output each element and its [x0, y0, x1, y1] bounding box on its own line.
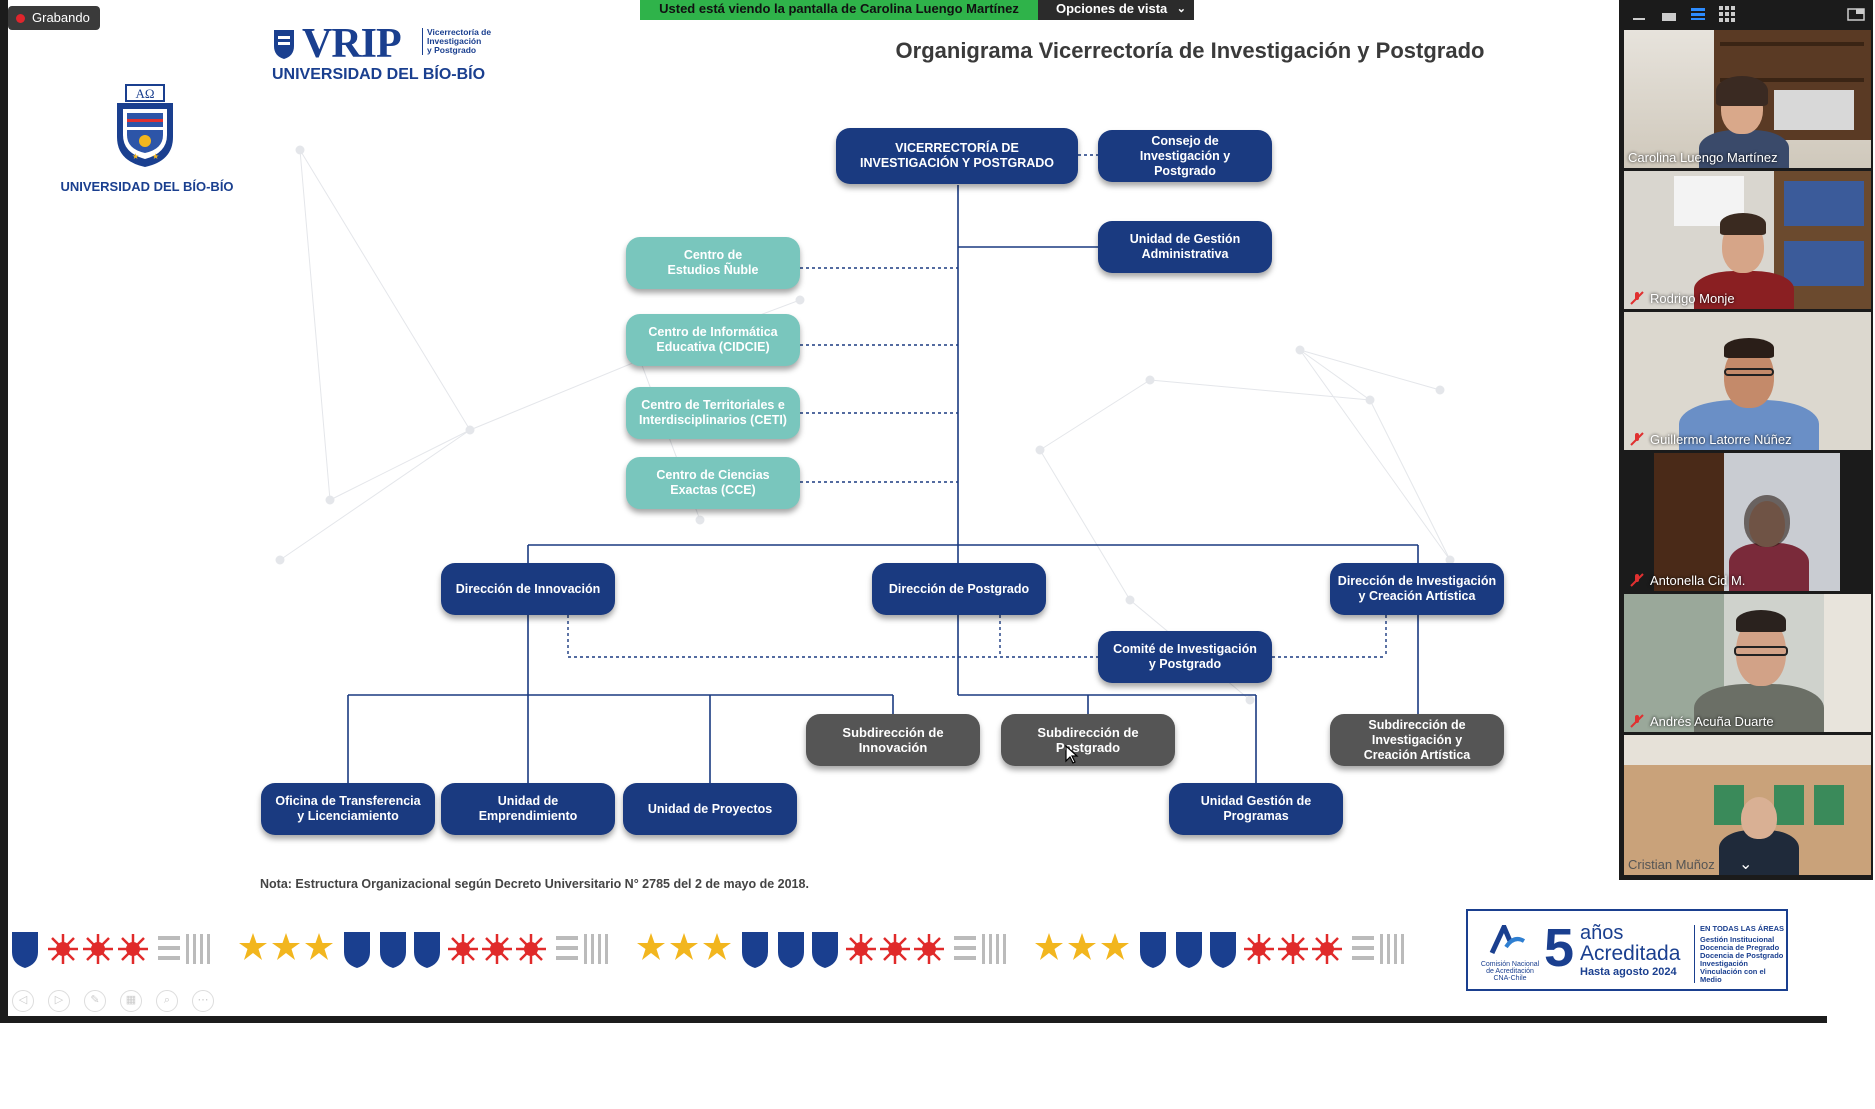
participant-name: Cristian Muñoz — [1628, 857, 1715, 872]
speaker-view-icon[interactable] — [1661, 8, 1677, 24]
accreditation-until: Hasta agosto 2024 — [1580, 966, 1677, 978]
box-unidad-emprendimiento: Unidad de Emprendimiento — [441, 783, 615, 835]
video-tile[interactable]: Andrés Acuña Duarte — [1624, 594, 1871, 732]
next-slide-icon[interactable]: ▷ — [48, 990, 70, 1012]
box-centro-cidcie: Centro de Informática Educativa (CIDCIE) — [626, 314, 800, 366]
accreditation-badge: Comisión Nacional de Acreditación CNA-Ch… — [1466, 909, 1788, 991]
box-direccion-postgrado: Dirección de Postgrado — [872, 563, 1046, 615]
video-tile[interactable]: Antonella Cid M. — [1624, 453, 1871, 591]
strip-view-icon[interactable] — [1690, 6, 1706, 22]
vrip-tagline: Vicerrectoría de Investigación y Postgra… — [422, 28, 491, 55]
box-unidad-proyectos: Unidad de Proyectos — [623, 783, 797, 835]
participant-name: Rodrigo Monje — [1650, 291, 1735, 306]
box-centro-cce: Centro de Ciencias Exactas (CCE) — [626, 457, 800, 509]
university-crest-icon: AΩ ★ ★ — [117, 84, 173, 167]
screen-share-banner: Usted está viendo la pantalla de Carolin… — [640, 0, 1038, 20]
muted-mic-icon — [1630, 714, 1644, 728]
all-slides-icon[interactable]: ▦ — [120, 990, 142, 1012]
video-tile[interactable]: Guillermo Latorre Núñez — [1624, 312, 1871, 450]
video-tile[interactable]: Cristian Muñoz — [1624, 735, 1871, 875]
video-tile[interactable]: Carolina Luengo Martínez — [1624, 30, 1871, 168]
pop-out-icon[interactable] — [1847, 6, 1865, 22]
scroll-down-icon[interactable]: ⌄ — [1739, 856, 1753, 873]
box-centro-nuble: Centro de Estudios Ñuble — [626, 237, 800, 289]
vrip-logo: VRIP Vicerrectoría de Investigación y Po… — [270, 22, 510, 86]
muted-mic-icon — [1630, 432, 1644, 446]
participant-name: Carolina Luengo Martínez — [1628, 150, 1778, 165]
previous-slide-icon[interactable]: ◁ — [12, 990, 34, 1012]
decorative-pattern-strip — [12, 932, 1404, 968]
participant-name: Guillermo Latorre Núñez — [1650, 432, 1792, 447]
chevron-down-icon: ⌄ — [1176, 3, 1186, 15]
slide-note: Nota: Estructura Organizacional según De… — [260, 877, 809, 891]
mouse-cursor-icon — [1065, 745, 1079, 764]
zoom-icon[interactable]: ⌕ — [156, 990, 178, 1012]
box-direccion-innovacion: Dirección de Innovación — [441, 563, 615, 615]
cna-agency: Comisión Nacional de Acreditación CNA-Ch… — [1480, 961, 1540, 982]
accreditation-years: 5 — [1544, 918, 1575, 978]
accreditation-status: Acreditada — [1580, 942, 1681, 965]
video-tile[interactable]: Rodrigo Monje — [1624, 171, 1871, 309]
pen-icon[interactable]: ✎ — [84, 990, 106, 1012]
box-oficina-transferencia: Oficina de Transferencia y Licenciamient… — [261, 783, 435, 835]
crest-motto: AΩ — [135, 86, 154, 101]
box-consejo: Consejo de Investigación y Postgrado — [1098, 130, 1272, 182]
box-subdireccion-innovacion: Subdirección de Innovación — [806, 714, 980, 766]
participant-panel: Carolina Luengo Martínez Rodrigo Monje G… — [1619, 0, 1873, 880]
view-options-button[interactable]: Opciones de vista⌄ — [1038, 0, 1194, 20]
box-comite: Comité de Investigación y Postgrado — [1098, 631, 1272, 683]
slide-title: Organigrama Vicerrectoría de Investigaci… — [895, 38, 1485, 63]
screen-left-edge — [0, 0, 8, 1021]
muted-mic-icon — [1630, 573, 1644, 587]
participant-name: Andrés Acuña Duarte — [1650, 714, 1774, 729]
box-gestion-administrativa: Unidad de Gestión Administrativa — [1098, 221, 1272, 273]
recording-dot-icon — [16, 14, 25, 23]
vrip-acronym: VRIP — [302, 21, 402, 67]
participant-name: Antonella Cid M. — [1650, 573, 1746, 588]
vrip-university: UNIVERSIDAD DEL BÍO-BÍO — [272, 66, 486, 83]
box-subdireccion-investigacion: Subdirección de Investigación y Creación… — [1330, 714, 1504, 766]
box-direccion-investigacion: Dirección de Investigación y Creación Ar… — [1330, 563, 1504, 615]
panel-toolbar — [1619, 0, 1873, 28]
cna-logo-icon — [1489, 925, 1526, 955]
svg-text:★: ★ — [132, 152, 139, 161]
svg-text:★: ★ — [152, 152, 159, 161]
screen-bottom-edge — [0, 1016, 1827, 1023]
shared-screen: Organigrama Vicerrectoría de Investigaci… — [0, 0, 1788, 1021]
accreditation-areas: EN TODAS LAS ÁREAS Gestión Institucional… — [1694, 925, 1786, 984]
box-subdireccion-postgrado: Subdirección de Postgrado — [1001, 714, 1175, 766]
minimize-icon[interactable] — [1631, 8, 1647, 24]
more-options-icon[interactable]: ⋯ — [192, 990, 214, 1012]
gallery-view-icon[interactable] — [1719, 6, 1735, 22]
box-unidad-gestion-programas: Unidad Gestión de Programas — [1169, 783, 1343, 835]
box-centro-ceti: Centro de Territoriales e Interdisciplin… — [626, 387, 800, 439]
org-connectors — [347, 154, 1419, 785]
recording-indicator[interactable]: Grabando — [8, 6, 100, 30]
accreditation-years-word: años — [1580, 922, 1624, 944]
box-vicerrectoria: VICERRECTORÍA DE INVESTIGACIÓN Y POSTGRA… — [836, 128, 1078, 184]
crest-university-name: UNIVERSIDAD DEL BÍO-BÍO — [60, 179, 234, 194]
muted-mic-icon — [1630, 291, 1644, 305]
slideshow-controls: ◁ ▷ ✎ ▦ ⌕ ⋯ — [12, 990, 232, 1012]
vrip-crest-icon — [274, 30, 294, 59]
